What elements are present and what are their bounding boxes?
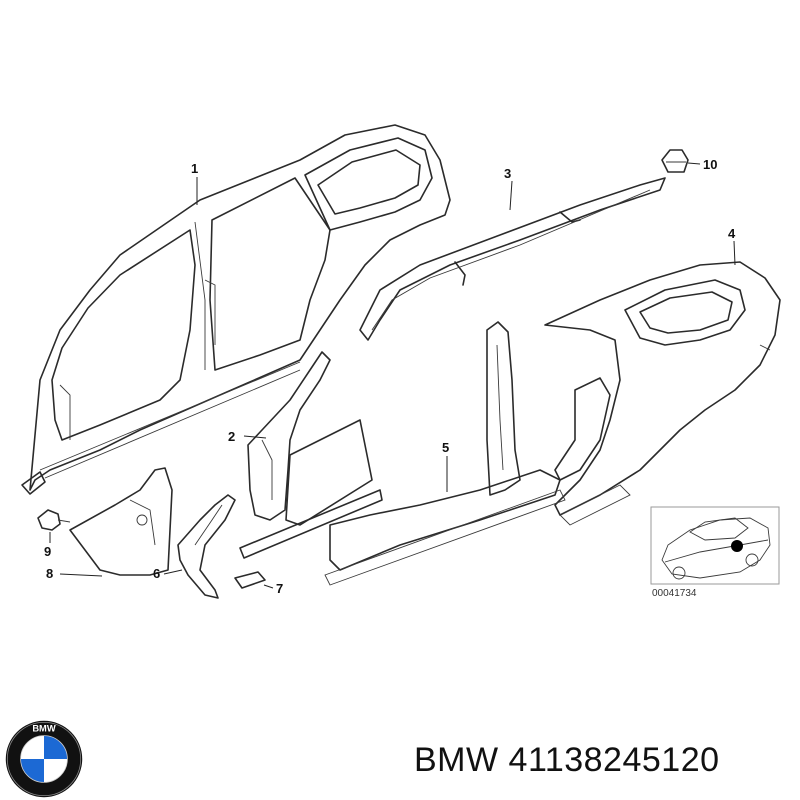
- inset-locator: 00041734: [650, 506, 780, 599]
- bmw-logo-text: BMW: [32, 724, 56, 734]
- callout-3: 3: [504, 166, 511, 181]
- part-7-plate: [234, 571, 266, 589]
- part-1-side-frame: [21, 124, 451, 495]
- callout-10: 10: [703, 157, 717, 172]
- callout-4: 4: [728, 226, 736, 241]
- part-5-b-pillar-rocker: [324, 321, 611, 586]
- part-9-clip: [37, 509, 71, 531]
- part-3-roof-rail: [359, 177, 666, 341]
- callout-9: 9: [44, 544, 51, 559]
- part-2-front-frame: [239, 351, 383, 559]
- part-10-grommet: [661, 149, 689, 173]
- callout-2: 2: [228, 429, 235, 444]
- part-6-bracket: [177, 494, 236, 599]
- inset-frame: [650, 506, 780, 585]
- callout-6: 6: [153, 566, 160, 581]
- callout-8: 8: [46, 566, 53, 581]
- callout-1: 1: [191, 161, 198, 176]
- diagram-number: 00041734: [652, 588, 697, 599]
- callout-5: 5: [442, 440, 449, 455]
- part-4-rear-quarter: [544, 261, 781, 526]
- location-marker: [731, 540, 743, 552]
- callout-7: 7: [276, 581, 283, 596]
- bmw-logo: BMW: [5, 720, 83, 798]
- callout-labels: 1 2 3 4 5 6 7 8 9 10: [44, 157, 736, 596]
- inset-car-outline: [661, 517, 771, 579]
- part-8-reinforcement: [69, 467, 173, 576]
- part-number-caption: BMW 41138245120: [414, 741, 720, 779]
- leader-lines: [49, 162, 736, 589]
